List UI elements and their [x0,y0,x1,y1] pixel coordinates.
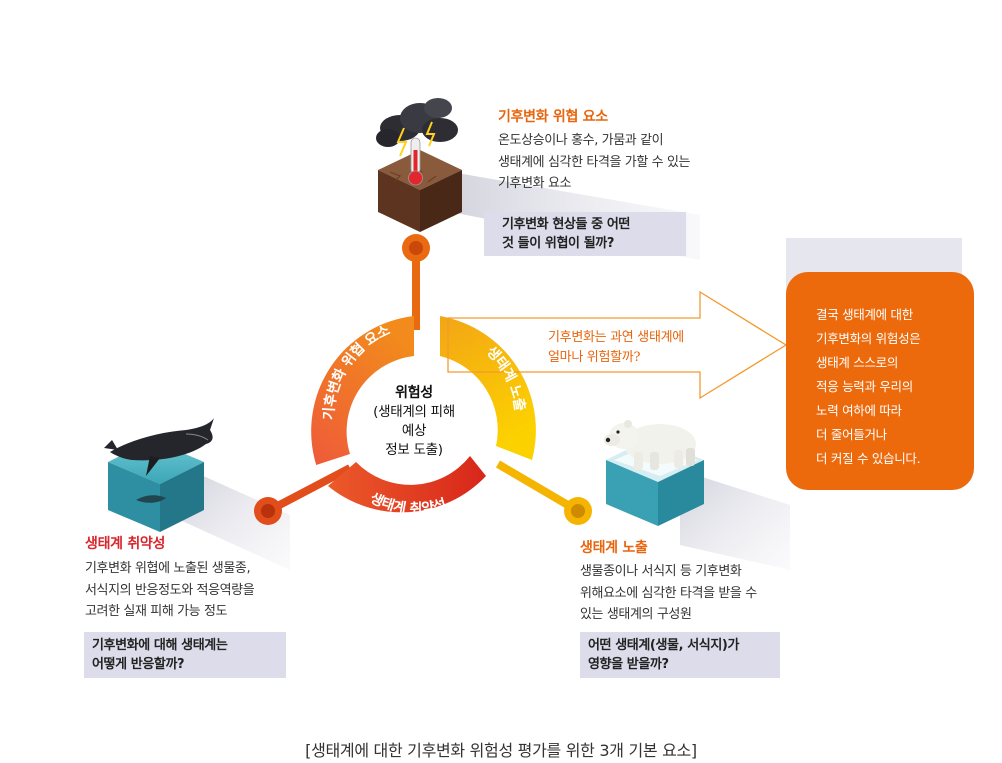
whale-icon [104,418,214,503]
conclusion-text: 결국 생태계에 대한 기후변화의 위험성은 생태계 스스로의 적응 능력과 우리… [816,303,966,471]
vulnerability-desc-line: 기후변화 위협에 노출된 생물종, [85,561,251,576]
center-line: (생태계의 피해 [373,404,455,420]
conclusion-line: 더 커질 수 있습니다. [816,451,921,466]
exposure-desc-line: 있는 생태계의 구성원 [580,607,692,622]
risk-center-label: 위험성 (생태계의 피해 예상 정보 도출) [352,384,476,460]
center-line: 예상 [401,423,427,439]
exposure-description: 생물종이나 서식지 등 기후변화 위해요소에 심각한 타격을 받을 수 있는 생… [580,561,757,626]
center-line: 위험성 [395,385,433,401]
hazard-description: 온도상승이나 홍수, 가뭄과 같이 생태계에 심각한 타격을 가할 수 있는 기… [498,130,690,195]
exposure-desc-line: 생물종이나 서식지 등 기후변화 [580,564,742,579]
vulnerability-illustration [104,418,214,532]
vulnerability-title: 생태계 취약성 [85,536,166,552]
hazard-title: 기후변화 위협 요소 [498,109,608,125]
vulnerability-question-box: 기후변화에 대해 생태계는 어떻게 반응할까? [84,632,286,678]
hazard-question-line: 것 들이 위협이 될까? [502,236,614,251]
conclusion-box [786,272,974,490]
conclusion-line: 기후변화의 위험성은 [816,331,921,346]
conclusion-line: 적응 능력과 우리의 [816,379,913,394]
vulnerability-question-line: 어떻게 반응할까? [92,657,185,672]
conclusion-line: 생태계 스스로의 [816,355,899,370]
hazard-desc-line: 온도상승이나 홍수, 가뭄과 같이 [498,133,664,148]
arrow-text-line: 기후변화는 과연 생태계에 [548,330,684,345]
vulnerability-desc-line: 서식지의 반응정도와 적응역량을 [85,582,255,598]
storm-cloud-icon [376,98,458,157]
vulnerability-segment [328,456,486,513]
vulnerability-description: 기후변화 위협에 노출된 생물종, 서식지의 반응정도와 적응역량을 고려한 실… [85,558,255,623]
thermometer-icon [408,137,423,186]
center-line: 정보 도출) [385,442,443,458]
vulnerability-question-line: 기후변화에 대해 생태계는 [92,638,228,653]
exposure-question-box: 어떤 생태계(생물, 서식지)가 영향을 받을까? [580,632,780,678]
conclusion-line: 결국 생태계에 대한 [816,307,913,322]
figure-caption: [생태계에 대한 기후변화 위험성 평가를 위한 3개 기본 요소] [305,741,697,760]
question-arrow [447,290,788,400]
risk-ring [311,316,536,513]
exposure-illustration [604,420,704,526]
exposure-segment [440,316,536,460]
hazard-question-line: 기후변화 현상들 중 어떤 [502,217,630,232]
hazard-question-box: 기후변화 현상들 중 어떤 것 들이 위협이 될까? [484,212,686,256]
hazard-segment [311,316,414,465]
exposure-question-line: 어떤 생태계(생물, 서식지)가 [588,638,740,653]
conclusion-line: 노력 여하에 따라 [816,403,902,418]
arrow-text-line: 얼마나 위험할까? [548,350,641,365]
hazard-desc-line: 생태계에 심각한 타격을 가할 수 있는 [498,154,691,170]
exposure-title: 생태계 노출 [580,540,648,556]
arrow-question: 기후변화는 과연 생태계에 얼마나 위험할까? [548,328,684,368]
vulnerability-desc-line: 고려한 실재 피해 가능 정도 [85,604,228,619]
conclusion-line: 더 줄어들거나 [816,427,887,442]
connectors [254,234,592,525]
hazard-desc-line: 기후변화 요소 [498,176,572,191]
polar-bear-icon [604,420,696,470]
exposure-desc-line: 위해요소에 심각한 타격을 받을 수 [580,585,757,601]
exposure-question-line: 영향을 받을까? [588,657,669,672]
hazard-illustration [376,98,462,232]
